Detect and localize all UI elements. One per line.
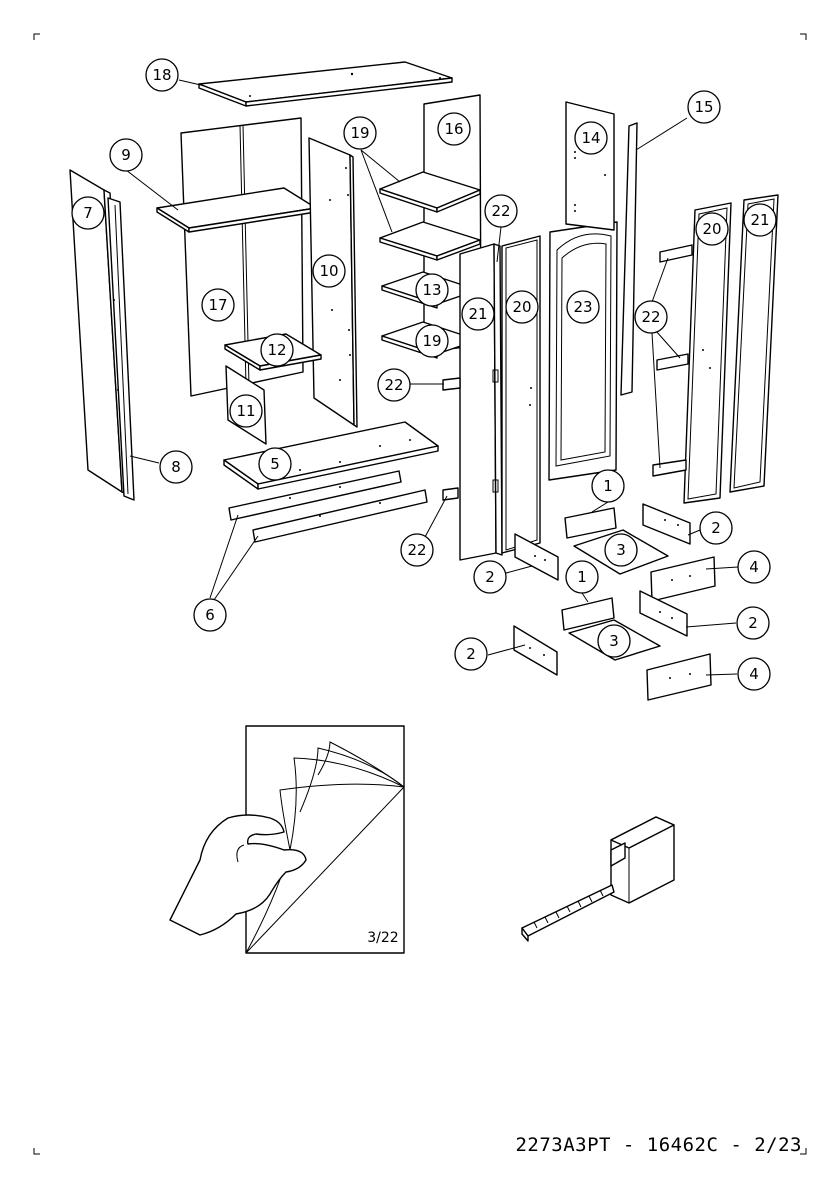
- svg-text:19: 19: [350, 124, 369, 142]
- callout-19-lower: 19: [416, 325, 448, 357]
- svg-text:22: 22: [384, 376, 403, 394]
- callout-22-right: 22: [635, 301, 667, 333]
- svg-text:6: 6: [205, 606, 215, 624]
- part-23-mirror-door: [549, 222, 617, 480]
- svg-text:10: 10: [319, 262, 338, 280]
- callout-4-upper: 4: [738, 551, 770, 583]
- callout-11: 11: [230, 395, 262, 427]
- svg-text:18: 18: [152, 66, 171, 84]
- svg-text:21: 21: [750, 211, 769, 229]
- svg-text:9: 9: [121, 146, 131, 164]
- part-20-door-left: [502, 236, 540, 553]
- svg-text:12: 12: [267, 341, 286, 359]
- callout-3-upper: 3: [605, 534, 637, 566]
- part-14-door-panel: [566, 102, 614, 230]
- part-15-strip: [621, 123, 637, 395]
- callout-17: 17: [202, 289, 234, 321]
- callout-23: 23: [567, 291, 599, 323]
- callout-22-left: 22: [378, 369, 410, 401]
- callout-12: 12: [261, 334, 293, 366]
- part-21-door-left: [460, 244, 502, 560]
- tape-measure-icon: [522, 817, 674, 941]
- svg-text:5: 5: [270, 455, 280, 473]
- svg-text:16: 16: [444, 120, 463, 138]
- callout-13: 13: [416, 274, 448, 306]
- callout-18: 18: [146, 59, 178, 91]
- callout-16: 16: [438, 113, 470, 145]
- callout-2-lower-left: 2: [455, 638, 487, 670]
- callout-2-upper-right: 2: [700, 512, 732, 544]
- callout-5: 5: [259, 448, 291, 480]
- callout-2-lower-right: 2: [737, 607, 769, 639]
- callout-8: 8: [160, 451, 192, 483]
- callout-21-right: 21: [744, 204, 776, 236]
- callout-7: 7: [72, 197, 104, 229]
- callout-22-top: 22: [485, 195, 517, 227]
- svg-text:8: 8: [171, 458, 181, 476]
- callout-22-bottom: 22: [401, 534, 433, 566]
- svg-text:2: 2: [711, 519, 721, 537]
- callout-20-left: 20: [506, 291, 538, 323]
- svg-text:13: 13: [422, 281, 441, 299]
- svg-text:11: 11: [236, 402, 255, 420]
- booklet-page-indicator: 3/22: [367, 930, 398, 946]
- callout-3-lower: 3: [598, 625, 630, 657]
- callout-19: 19: [344, 117, 376, 149]
- callout-6: 6: [194, 599, 226, 631]
- svg-text:7: 7: [83, 204, 93, 222]
- svg-text:4: 4: [749, 665, 759, 683]
- part-18-top-panel: [199, 62, 452, 106]
- svg-text:2: 2: [748, 614, 758, 632]
- svg-text:20: 20: [702, 220, 721, 238]
- svg-text:22: 22: [491, 202, 510, 220]
- svg-text:15: 15: [694, 98, 713, 116]
- svg-text:14: 14: [581, 129, 600, 147]
- svg-text:4: 4: [749, 558, 759, 576]
- callout-2-upper-left: 2: [474, 561, 506, 593]
- svg-text:21: 21: [468, 305, 487, 323]
- callout-21-left: 21: [462, 298, 494, 330]
- svg-text:19: 19: [422, 332, 441, 350]
- svg-text:22: 22: [407, 541, 426, 559]
- callout-1-upper: 1: [592, 470, 624, 502]
- callout-20-right: 20: [696, 213, 728, 245]
- svg-text:20: 20: [512, 298, 531, 316]
- callout-14: 14: [575, 122, 607, 154]
- callout-15: 15: [688, 91, 720, 123]
- svg-text:1: 1: [603, 477, 613, 495]
- part-21-door-right: [730, 195, 778, 492]
- svg-text:22: 22: [641, 308, 660, 326]
- callout-4-lower: 4: [738, 658, 770, 690]
- booklet-page-turn-illustration: 3/22: [170, 726, 404, 953]
- svg-text:23: 23: [573, 298, 592, 316]
- svg-text:2: 2: [466, 645, 476, 663]
- callout-1-lower: 1: [566, 561, 598, 593]
- document-code-footer: 2273A3PT - 16462C - 2/23: [515, 1134, 802, 1156]
- svg-text:17: 17: [208, 296, 227, 314]
- callout-10: 10: [313, 255, 345, 287]
- svg-text:3: 3: [616, 541, 626, 559]
- svg-text:1: 1: [577, 568, 587, 586]
- svg-text:2: 2: [485, 568, 495, 586]
- svg-text:3: 3: [609, 632, 619, 650]
- callout-9: 9: [110, 139, 142, 171]
